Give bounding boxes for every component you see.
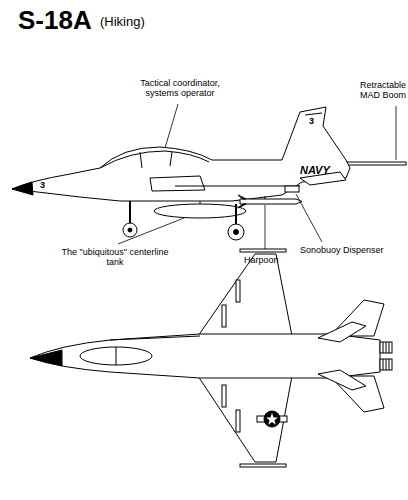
top-fuselage	[30, 334, 380, 378]
subtitle: (Hiking)	[100, 15, 145, 30]
callout-label: Sonobuoy Dispenser	[300, 245, 384, 255]
harpoon-missile	[240, 199, 302, 204]
callout-label: Tactical coordinator, systems operator	[128, 78, 232, 99]
callout-label: The "ubiquitous" centerline tank	[60, 247, 170, 268]
lower-wing	[198, 376, 292, 462]
roundel	[257, 411, 287, 427]
side-fuselage	[12, 107, 350, 201]
callout-label: Retractable MAD Boom	[346, 80, 406, 101]
sonobuoy-dispenser	[285, 186, 299, 192]
mad-boom	[346, 162, 406, 165]
aircraft-marking: NAVY	[300, 164, 330, 177]
aircraft-marking: 3	[309, 116, 314, 126]
upper-wing	[198, 254, 292, 336]
centerline-tank	[154, 204, 246, 218]
aircraft-marking: 3	[40, 180, 45, 190]
callout-label: Harpoon	[244, 255, 279, 265]
title: S-18A	[18, 6, 92, 36]
